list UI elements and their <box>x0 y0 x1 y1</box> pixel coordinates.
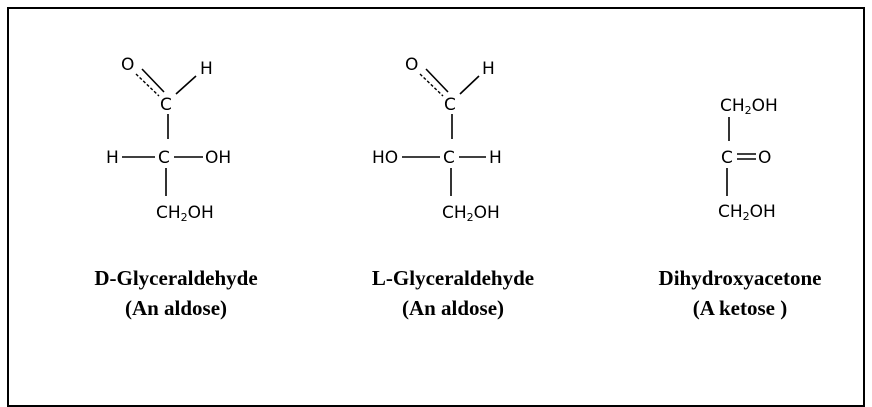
atom-o: O <box>121 55 134 75</box>
bond <box>175 75 197 95</box>
double-bond <box>425 68 449 93</box>
atom-c2: C <box>443 148 455 168</box>
atom-oh: OH <box>205 148 231 168</box>
atom-h-left: H <box>106 148 119 168</box>
label-dihydroxyacetone: Dihydroxyacetone (A ketose ) <box>620 263 860 323</box>
d-glyceraldehyde-structure: O H C H C OH CH2OH <box>106 55 231 224</box>
atom-h: H <box>482 59 495 79</box>
group-ch2oh-top: CH2OH <box>720 96 778 117</box>
double-bond <box>419 73 444 97</box>
atom-c1: C <box>444 95 456 115</box>
l-glyceraldehyde-structure: O H C HO C H CH2OH <box>372 55 502 224</box>
group-ch2oh-bottom: CH2OH <box>718 202 776 223</box>
bond <box>459 75 480 95</box>
double-bond <box>141 68 165 93</box>
atom-o: O <box>405 55 418 75</box>
molecule-name: Dihydroxyacetone <box>658 266 822 290</box>
structures-canvas: O H C H C OH CH2OH O H C HO C H CH2OH CH… <box>106 55 778 224</box>
molecule-class: (A ketose ) <box>692 296 788 320</box>
label-l-glyceraldehyde: L-Glyceraldehyde (An aldose) <box>333 263 573 323</box>
atom-c: C <box>721 148 733 168</box>
atom-h-right: H <box>489 148 502 168</box>
atom-ho: HO <box>372 148 398 168</box>
atom-h: H <box>200 59 213 79</box>
atom-c2: C <box>158 148 170 168</box>
label-d-glyceraldehyde: D-Glyceraldehyde (An aldose) <box>56 263 296 323</box>
figure-frame <box>7 7 865 407</box>
molecule-class: (An aldose) <box>124 296 228 320</box>
molecule-name: L-Glyceraldehyde <box>371 266 535 290</box>
atom-c1: C <box>160 95 172 115</box>
molecule-name: D-Glyceraldehyde <box>94 266 258 290</box>
dihydroxyacetone-structure: CH2OH C O CH2OH <box>718 96 778 223</box>
molecule-class: (An aldose) <box>401 296 505 320</box>
atom-o: O <box>758 148 771 168</box>
group-ch2oh: CH2OH <box>442 203 500 224</box>
double-bond <box>135 73 160 97</box>
group-ch2oh: CH2OH <box>156 203 214 224</box>
